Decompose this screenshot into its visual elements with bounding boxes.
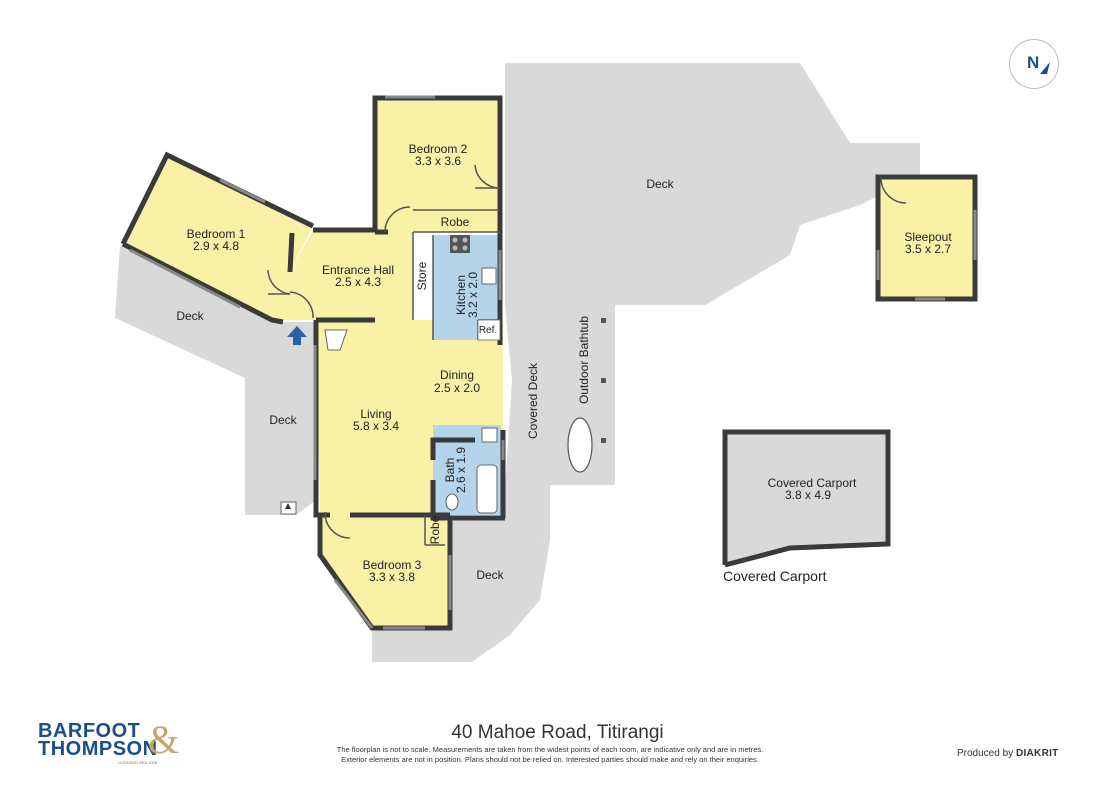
property-address: 40 Mahoe Road, Titirangi: [451, 722, 664, 743]
kitchen-size: 3.2 x 2.0: [466, 272, 480, 318]
north-label: N: [1027, 53, 1040, 72]
fireplace-icon: [324, 329, 348, 351]
brand-line-1: BARFOOT: [38, 720, 141, 742]
rooms: [123, 98, 975, 628]
living-name: Living: [360, 407, 391, 421]
bath-size: 2.6 x 1.9: [454, 447, 468, 493]
appliances: [280, 235, 501, 515]
dining-size: 2.5 x 2.0: [434, 381, 480, 395]
living-size: 5.8 x 3.4: [353, 419, 399, 433]
decks: [115, 63, 920, 662]
covered-carport-caption: Covered Carport: [723, 568, 827, 584]
fridge-area: [477, 319, 501, 341]
compass-arrow-icon: [1040, 62, 1050, 74]
sink-icon: [481, 267, 497, 285]
covered-deck: [503, 305, 615, 540]
barfoot-thompson-logo: BARFOOT THOMPSON & LICENSED REA 2008: [38, 717, 198, 766]
carport-name: Covered Carport: [768, 476, 857, 490]
disclaimer: The floorplan is not to scale. Measureme…: [300, 745, 800, 765]
disclaimer-line-2: Exterior elements are not in position. P…: [341, 755, 759, 764]
bedroom-2-size: 3.3 x 3.6: [415, 154, 461, 168]
kitchen-name: Kitchen: [454, 275, 468, 315]
deck-label-south: Deck: [476, 568, 504, 582]
covered-deck-label: Covered Deck: [526, 362, 540, 439]
bedroom-1-size: 2.9 x 4.8: [193, 239, 239, 253]
entrance-hall-name: Entrance Hall: [322, 263, 394, 277]
produced-by: Produced by DIAKRIT: [957, 748, 1059, 759]
north-compass-icon: N: [1009, 39, 1059, 89]
deck-label-southwest: Deck: [269, 413, 297, 427]
bath-name: Bath: [443, 458, 457, 483]
outdoor-bathtub-label: Outdoor Bathtub: [577, 316, 591, 404]
bedroom-1-area: [123, 155, 313, 320]
brand-tag: LICENSED REA 2008: [118, 760, 158, 765]
disclaimer-line-1: The floorplan is not to scale. Measureme…: [336, 745, 764, 754]
store-label: Store: [415, 261, 429, 290]
brand-ampersand: &: [148, 717, 180, 762]
deck-south: [372, 518, 550, 662]
carport-slab: [725, 432, 888, 565]
entrance-hall-size: 2.5 x 4.3: [335, 275, 381, 289]
deck-label-north: Deck: [646, 177, 674, 191]
robe-label-2: Robe: [428, 515, 442, 544]
basin-icon: [481, 427, 498, 443]
sleepout-area: [878, 177, 975, 299]
sleepout-name: Sleepout: [904, 230, 952, 244]
deck-label-west: Deck: [176, 309, 204, 323]
carport-size: 3.8 x 4.9: [785, 488, 831, 502]
sleepout-size: 3.5 x 2.7: [905, 242, 951, 256]
robe-label: Robe: [441, 215, 470, 229]
entrance-arrow-icon: [287, 326, 307, 345]
produced-by-label: Produced by: [957, 748, 1014, 759]
interior-lines: [129, 95, 977, 630]
bedroom-3-size: 3.3 x 3.8: [369, 570, 415, 584]
producer-name: DIAKRIT: [1015, 748, 1059, 759]
outdoor-bathtub-icon: [567, 318, 606, 473]
living-dining-area: [316, 320, 503, 515]
bedroom-2-name: Bedroom 2: [409, 142, 468, 156]
bedroom-3-name: Bedroom 3: [363, 558, 422, 572]
ref-label: Ref.: [479, 325, 497, 336]
deck-west: [115, 245, 316, 515]
brand-line-2: THOMPSON: [38, 738, 158, 760]
dining-name: Dining: [440, 368, 474, 382]
bedroom-1-name: Bedroom 1: [187, 227, 246, 241]
entrance-hall-area: [290, 230, 413, 320]
deck-north-east: [505, 63, 920, 305]
bath-tub-icon: [476, 464, 498, 514]
cooktop-icon: [450, 235, 470, 253]
toilet-icon: [445, 493, 459, 511]
